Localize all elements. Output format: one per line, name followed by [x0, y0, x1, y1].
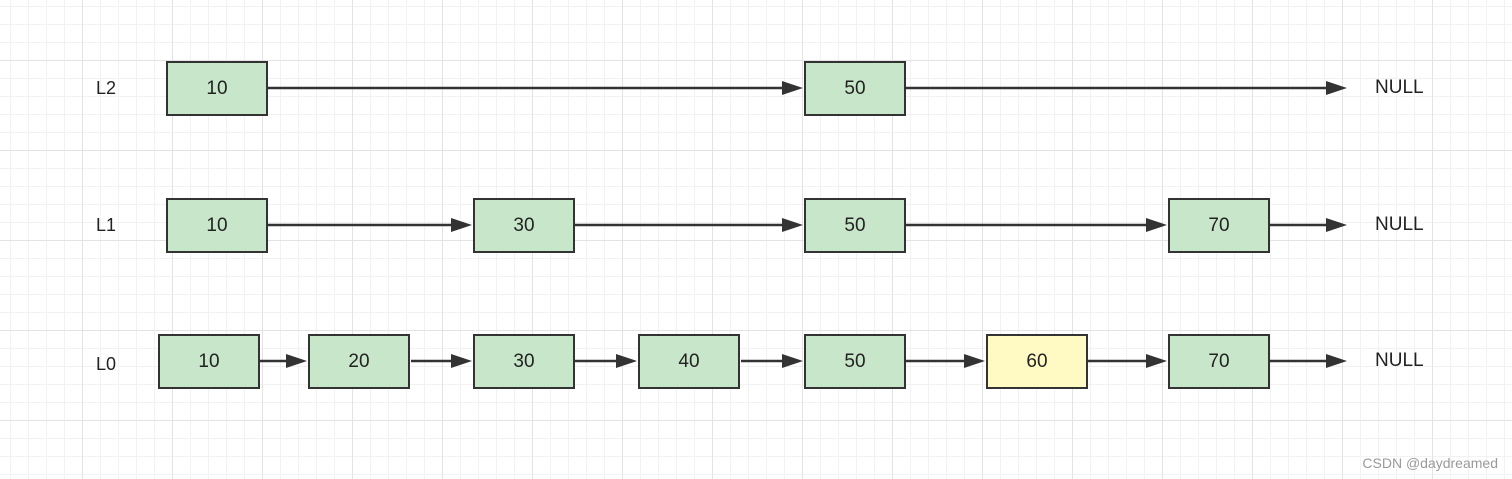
level-label-l0: L0 — [96, 354, 117, 374]
arrowhead-icon — [782, 354, 803, 368]
arrowhead-icon — [451, 218, 472, 232]
arrowhead-icon — [782, 81, 803, 95]
null-terminator-l2: NULL — [1375, 77, 1424, 98]
null-terminator-l0: NULL — [1375, 350, 1424, 371]
arrowhead-icon — [964, 354, 985, 368]
l1-node-50: 50 — [804, 198, 906, 253]
arrowhead-icon — [616, 354, 637, 368]
l0-node-30: 30 — [473, 334, 575, 389]
arrowhead-icon — [1326, 354, 1347, 368]
l2-node-50: 50 — [804, 61, 906, 116]
arrowhead-icon — [1146, 354, 1167, 368]
watermark: CSDN @daydreamed — [1362, 455, 1498, 471]
l0-node-60-highlighted: 60 — [986, 334, 1088, 389]
arrowhead-icon — [1146, 218, 1167, 232]
l0-node-10: 10 — [158, 334, 260, 389]
arrowhead-icon — [782, 218, 803, 232]
l0-node-20: 20 — [308, 334, 410, 389]
level-label-l1: L1 — [96, 215, 117, 235]
l1-node-30: 30 — [473, 198, 575, 253]
l1-node-10: 10 — [166, 198, 268, 253]
l0-node-50: 50 — [804, 334, 906, 389]
arrowhead-icon — [451, 354, 472, 368]
l0-node-40: 40 — [638, 334, 740, 389]
l2-node-10: 10 — [166, 61, 268, 116]
arrowhead-icon — [1326, 218, 1347, 232]
arrowhead-icon — [1326, 81, 1347, 95]
l0-node-70: 70 — [1168, 334, 1270, 389]
l1-node-70: 70 — [1168, 198, 1270, 253]
null-terminator-l1: NULL — [1375, 214, 1424, 235]
level-label-l2: L2 — [96, 78, 117, 98]
arrowhead-icon — [286, 354, 307, 368]
